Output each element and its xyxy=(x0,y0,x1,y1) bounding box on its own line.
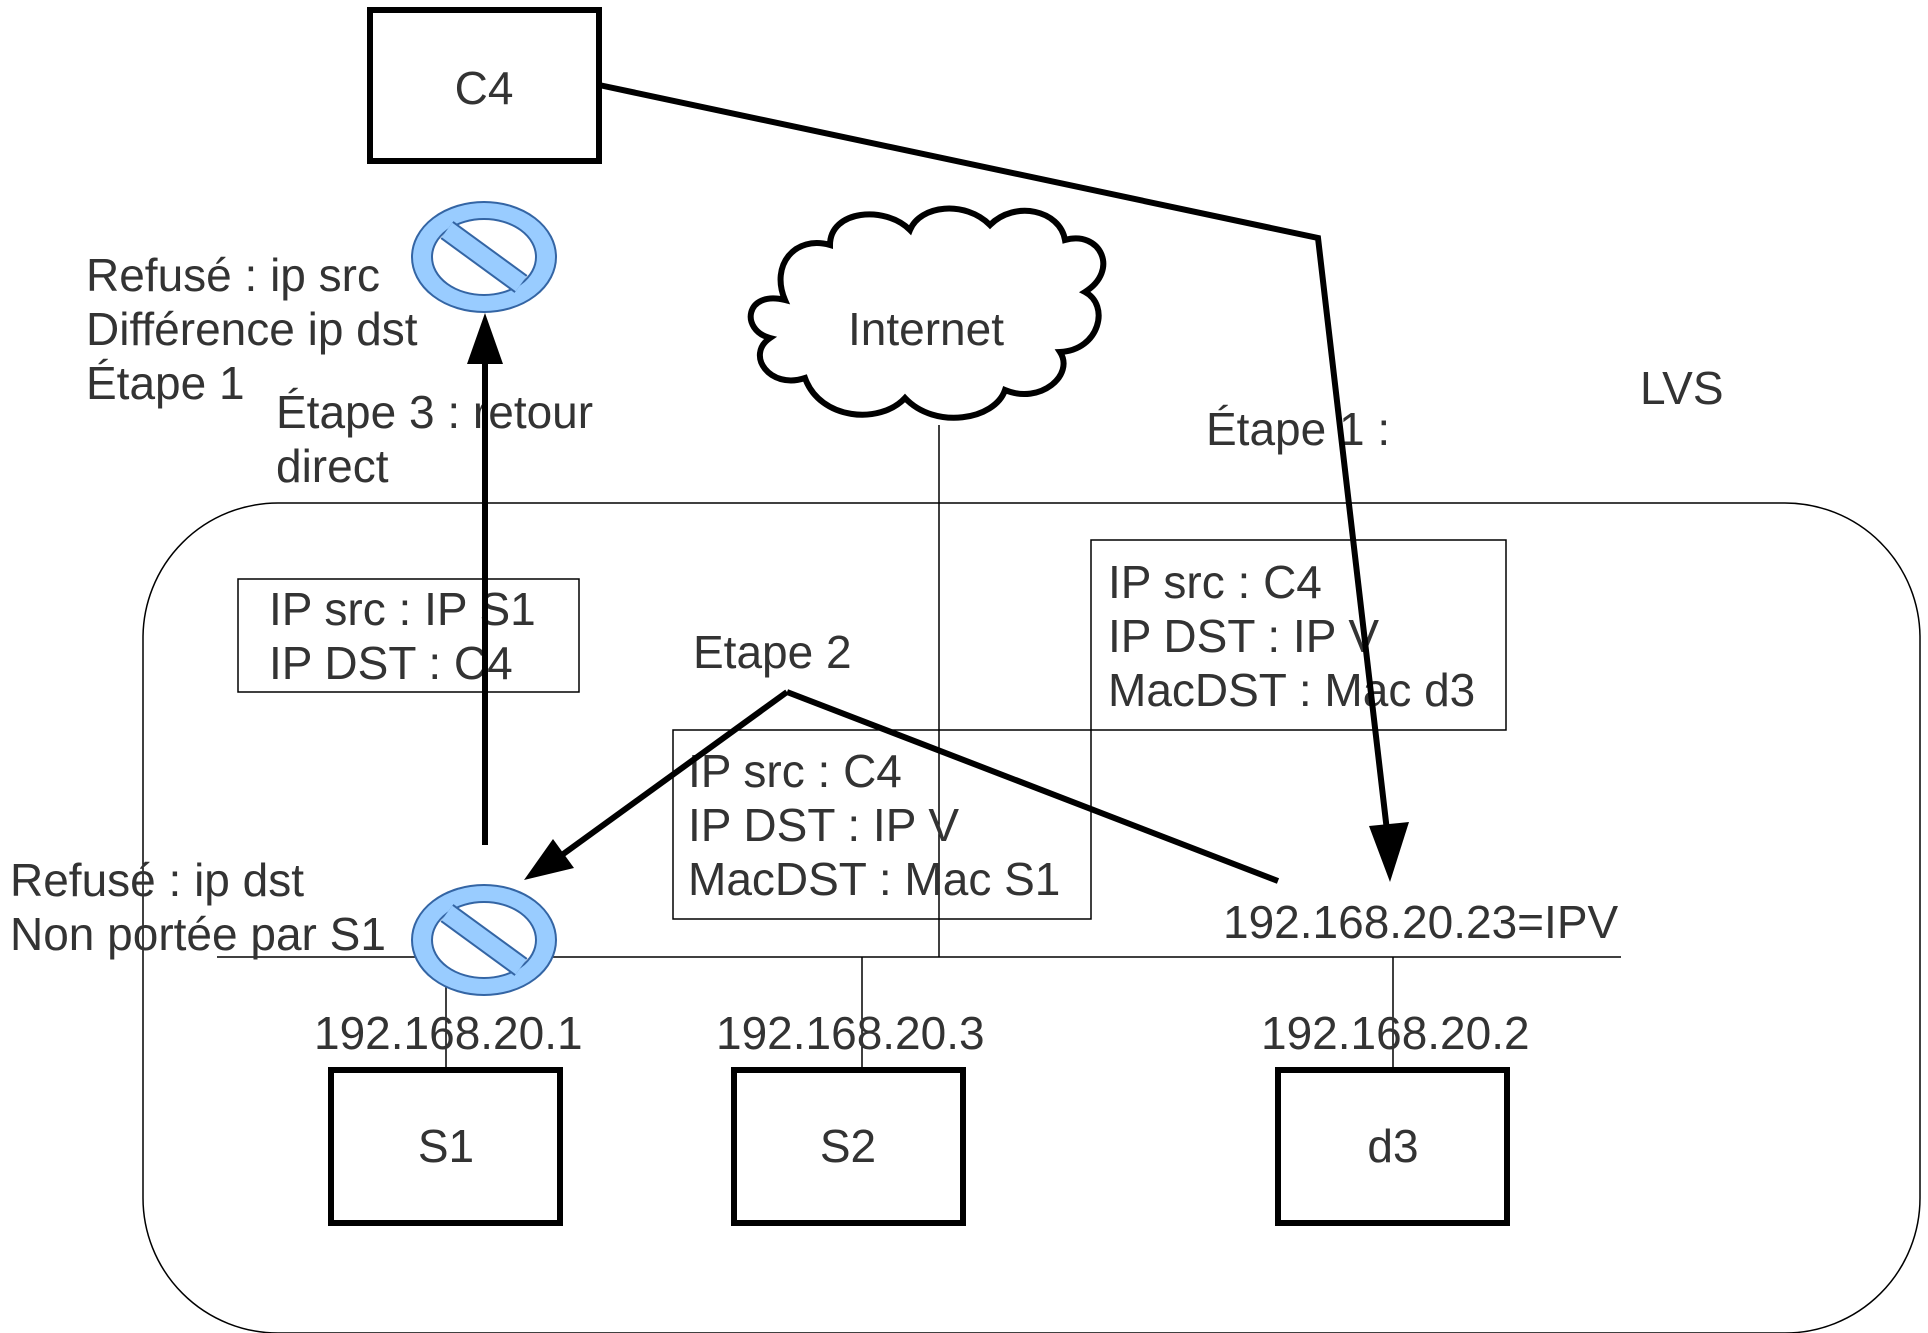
svg-text:Différence ip dst: Différence ip dst xyxy=(86,303,418,355)
step2-arrow xyxy=(524,689,789,880)
svg-text:Étape 1: Étape 1 xyxy=(86,357,245,409)
packet-box-step1: IP src : C4 IP DST : IP V MacDST : Mac d… xyxy=(1090,539,1507,731)
svg-text:Internet: Internet xyxy=(848,303,1004,355)
svg-text:IP DST : IP V: IP DST : IP V xyxy=(688,799,959,851)
lvs-label: LVS xyxy=(1640,362,1724,414)
ip-label-s2: 192.168.20.3 xyxy=(716,1007,985,1059)
svg-text:MacDST : Mac d3: MacDST : Mac d3 xyxy=(1108,664,1475,716)
node-s1: S1 xyxy=(328,1067,563,1226)
svg-text:S1: S1 xyxy=(418,1120,474,1172)
step1-annotation: Étape 1 : xyxy=(1206,403,1390,455)
packet-box-return: IP src : IP S1 IP DST : C4 xyxy=(237,578,580,693)
svg-text:IP DST : IP V: IP DST : IP V xyxy=(1108,610,1379,662)
svg-text:Refusé : ip src: Refusé : ip src xyxy=(86,249,380,301)
step2-annotation: Etape 2 xyxy=(693,626,852,678)
node-s2: S2 xyxy=(731,1067,966,1226)
ip-label-d3: 192.168.20.2 xyxy=(1261,1007,1530,1059)
svg-text:IP src : IP S1: IP src : IP S1 xyxy=(269,583,536,635)
cloud-icon xyxy=(747,205,1107,421)
svg-text:Non portée par S1: Non portée par S1 xyxy=(10,908,386,960)
step3-annotation: Étape 3 : retour direct xyxy=(276,386,593,492)
no-entry-icon xyxy=(411,201,557,313)
ip-label-virtual: 192.168.20.23=IPV xyxy=(1223,896,1618,948)
step1-arrow xyxy=(598,82,1409,882)
node-d3: d3 xyxy=(1275,1067,1510,1226)
svg-text:IP src : C4: IP src : C4 xyxy=(688,745,902,797)
packet-box-step2: IP src : C4 IP DST : IP V MacDST : Mac S… xyxy=(672,729,1092,920)
internet-cloud: Internet xyxy=(747,205,1107,421)
svg-text:d3: d3 xyxy=(1367,1120,1418,1172)
node-c4: C4 xyxy=(367,7,602,164)
svg-text:IP src : C4: IP src : C4 xyxy=(1108,556,1322,608)
svg-text:Étape 3 : retour: Étape 3 : retour xyxy=(276,386,593,438)
no-entry-icon xyxy=(411,884,557,996)
step2-path xyxy=(785,689,1280,884)
svg-text:Refusé : ip dst: Refusé : ip dst xyxy=(10,854,304,906)
svg-text:direct: direct xyxy=(276,440,389,492)
svg-text:MacDST : Mac S1: MacDST : Mac S1 xyxy=(688,853,1060,905)
ip-label-s1: 192.168.20.1 xyxy=(314,1007,583,1059)
step3-arrow xyxy=(467,313,503,845)
lvs-region xyxy=(142,502,1921,1333)
svg-text:IP DST : C4: IP DST : C4 xyxy=(269,637,513,689)
refused-annotation-top: Refusé : ip src Différence ip dst Étape … xyxy=(86,249,418,409)
svg-text:C4: C4 xyxy=(455,62,514,114)
refused-annotation-bottom: Refusé : ip dst Non portée par S1 xyxy=(10,854,386,960)
svg-text:S2: S2 xyxy=(820,1120,876,1172)
